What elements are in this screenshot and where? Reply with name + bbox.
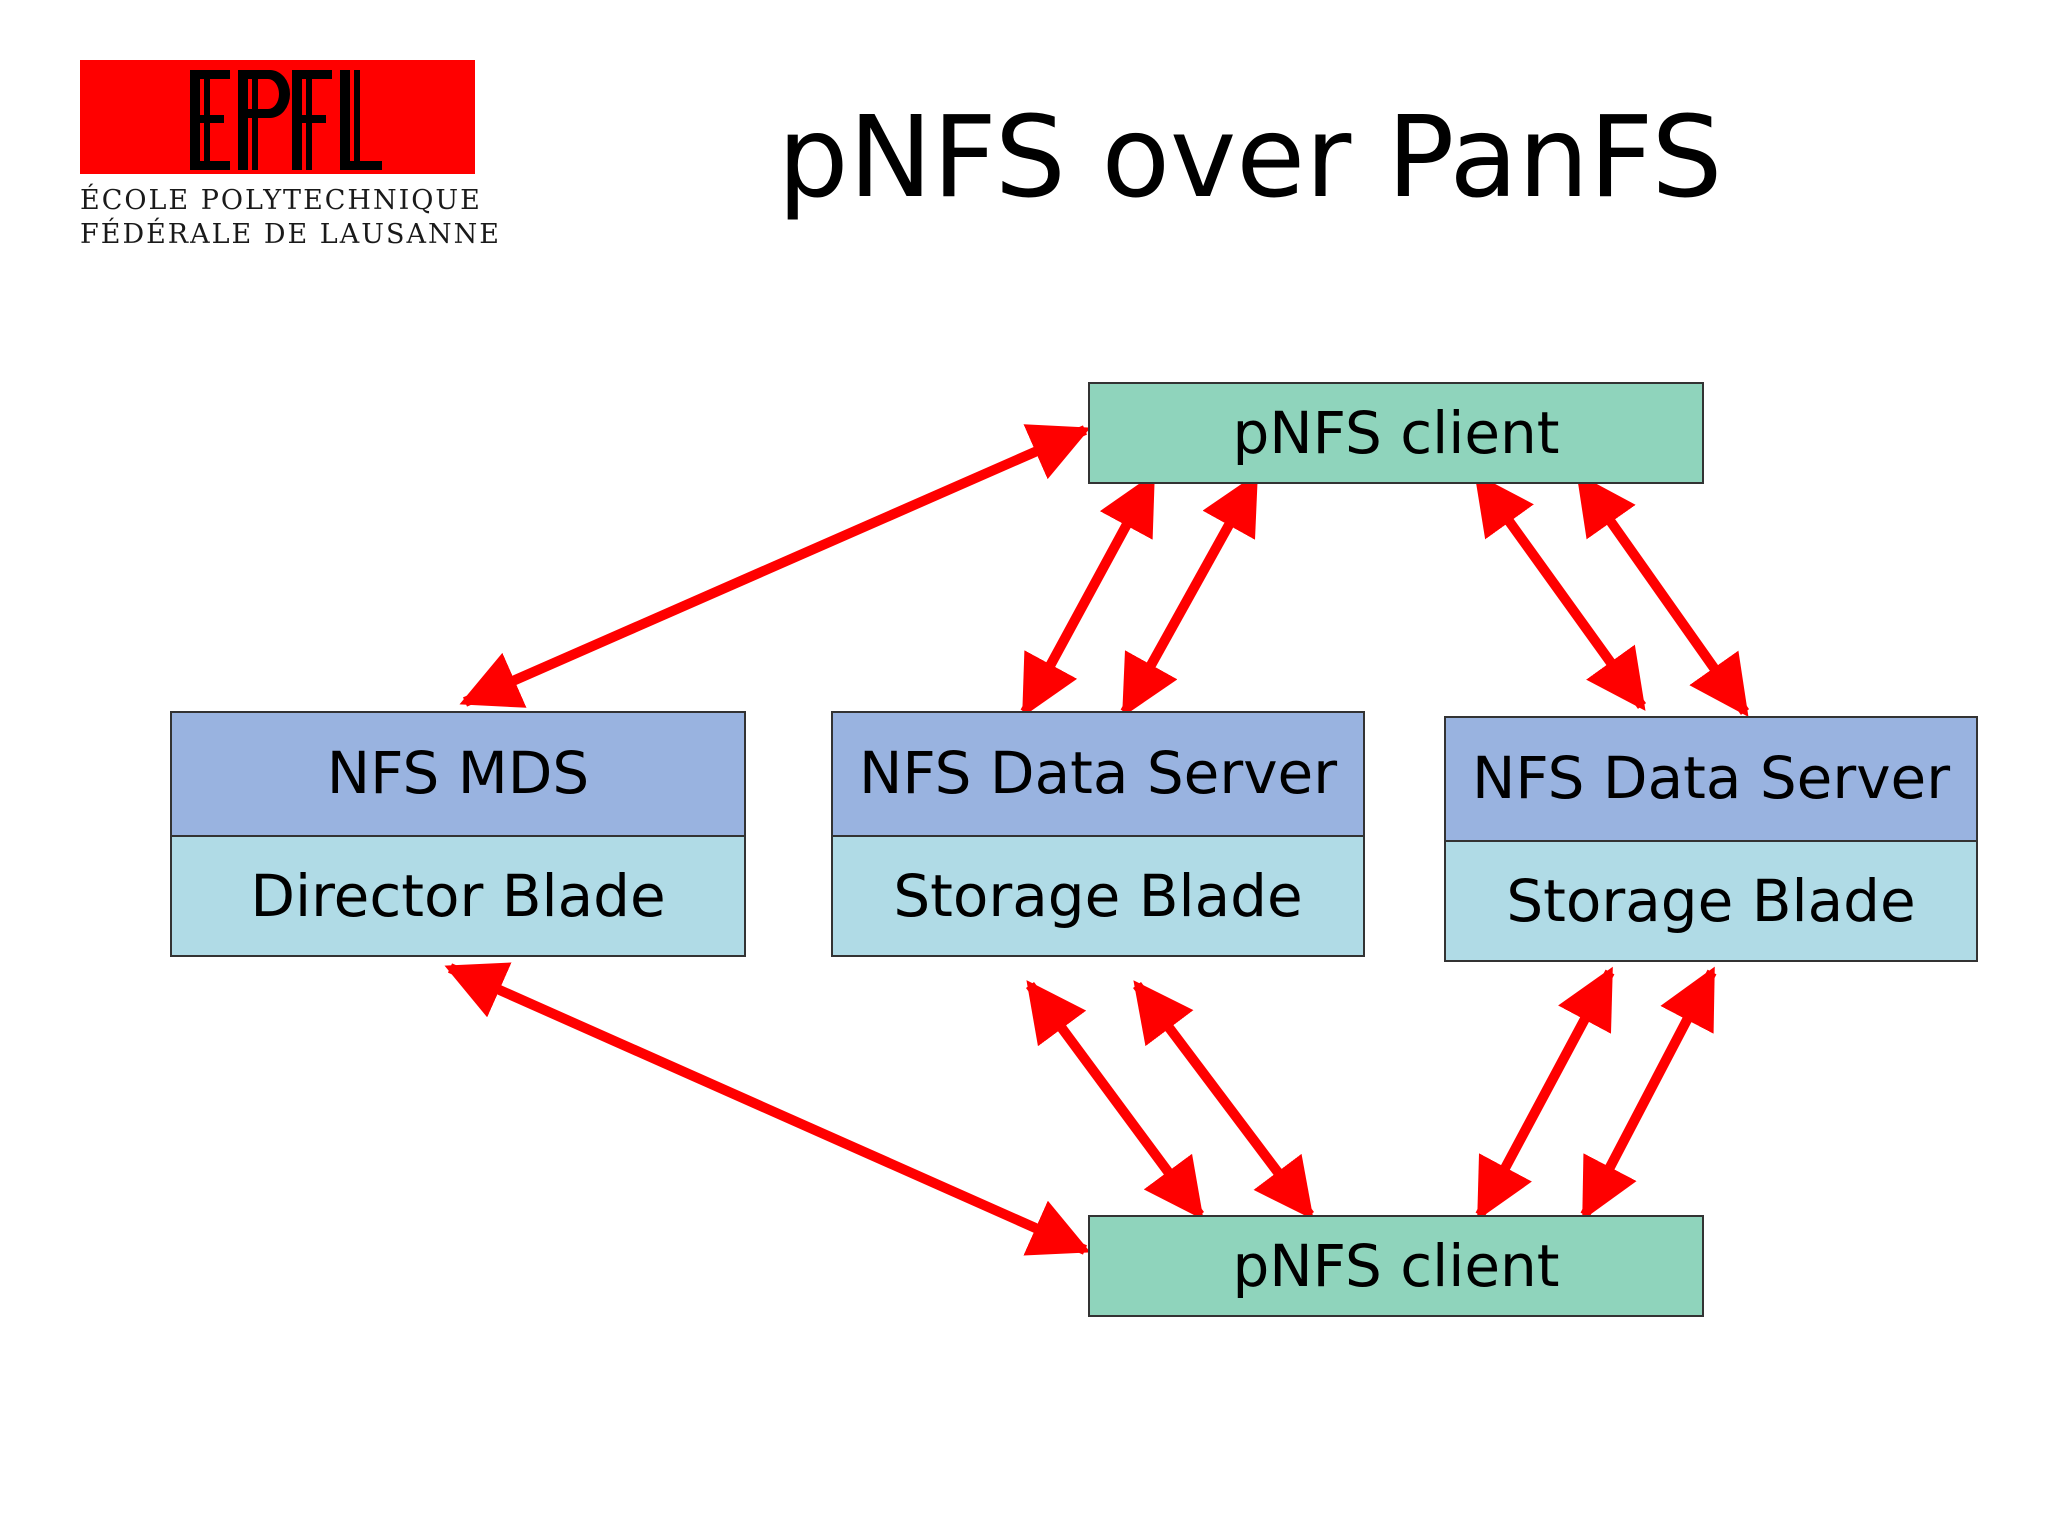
bottom-pnfs-client-label: pNFS client (1232, 1232, 1560, 1300)
data-server-2-top-label: NFS Data Server (1471, 744, 1951, 812)
data-server-2-top-cell: NFS Data Server (1446, 718, 1976, 842)
mds-bottom-cell: Director Blade (172, 837, 744, 955)
logo-text-line2: FÉDÉRALE DE LAUSANNE (80, 219, 501, 250)
top-pnfs-client-label: pNFS client (1232, 399, 1560, 467)
data-server-1-bottom-label: Storage Blade (893, 862, 1303, 930)
epfl-logo: ÉCOLE POLYTECHNIQUE FÉDÉRALE DE LAUSANNE (80, 60, 501, 252)
data-server-1-top-label: NFS Data Server (858, 739, 1338, 807)
epfl-logo-mark (190, 70, 382, 170)
arrow-ds1-bottom-client-a (1025, 980, 1205, 1220)
data-server-1-stack: NFS Data Server Storage Blade (831, 711, 1365, 957)
logo-text-line1: ÉCOLE POLYTECHNIQUE (80, 185, 482, 216)
arrow-ds2-top-client-b (1575, 473, 1750, 717)
mds-top-cell: NFS MDS (172, 713, 744, 837)
arrow-mds-bottom-client (444, 962, 1091, 1256)
data-server-2-bottom-cell: Storage Blade (1446, 842, 1976, 960)
mds-top-label: NFS MDS (326, 739, 590, 807)
logo-text: ÉCOLE POLYTECHNIQUE FÉDÉRALE DE LAUSANNE (80, 184, 501, 252)
arrow-ds2-top-client-a (1473, 473, 1647, 711)
arrow-ds1-bottom-client-b (1133, 980, 1314, 1220)
arrow-ds2-bottom-client-a (1475, 966, 1615, 1221)
slide-title: pNFS over PanFS (777, 93, 1723, 223)
mds-bottom-label: Director Blade (250, 862, 666, 930)
top-pnfs-client-box: pNFS client (1088, 382, 1704, 484)
logo-red-bar (80, 60, 475, 174)
data-server-2-bottom-label: Storage Blade (1506, 867, 1916, 935)
bottom-pnfs-client-box: pNFS client (1088, 1215, 1704, 1317)
arrow-ds1-top-client-a (1020, 472, 1157, 718)
mds-stack: NFS MDS Director Blade (170, 711, 746, 957)
data-server-1-top-cell: NFS Data Server (833, 713, 1363, 837)
arrow-ds2-bottom-client-b (1580, 966, 1717, 1221)
arrow-mds-top-client (459, 424, 1091, 708)
data-server-1-bottom-cell: Storage Blade (833, 837, 1363, 955)
arrow-ds1-top-client-b (1120, 472, 1260, 718)
data-server-2-stack: NFS Data Server Storage Blade (1444, 716, 1978, 962)
